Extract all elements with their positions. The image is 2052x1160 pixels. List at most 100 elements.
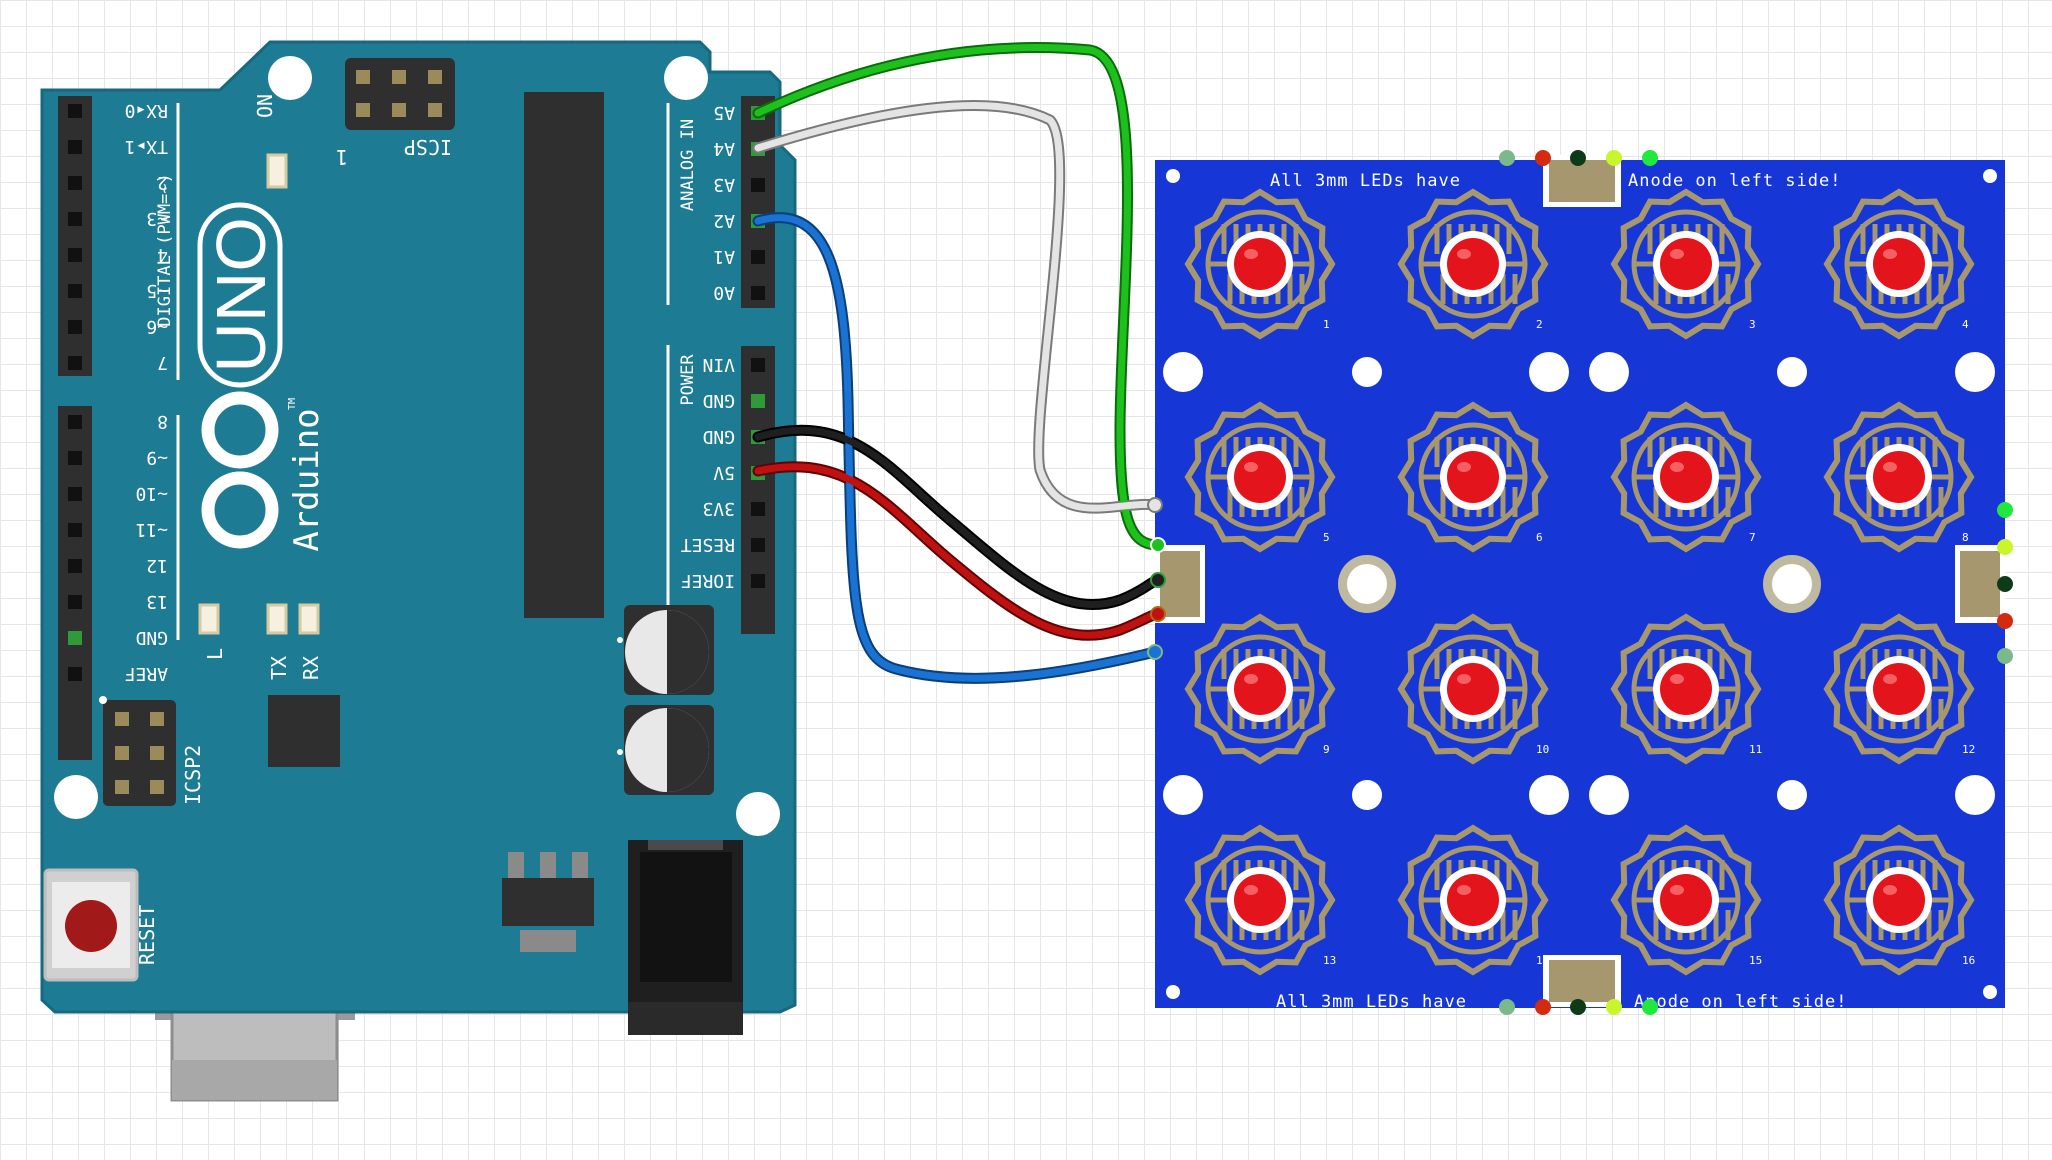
red-led bbox=[1873, 874, 1925, 926]
connector-right bbox=[1955, 502, 2013, 664]
header-pin bbox=[68, 631, 82, 645]
led-number: 11 bbox=[1749, 743, 1762, 756]
icsp2-header bbox=[103, 700, 176, 806]
red-led bbox=[1660, 663, 1712, 715]
header-pin bbox=[68, 667, 82, 681]
header-pin bbox=[751, 502, 765, 516]
usb-chip bbox=[268, 695, 340, 767]
pin-label: RESET bbox=[681, 534, 735, 555]
header-pin bbox=[68, 356, 82, 370]
led-cell: 4 bbox=[1823, 188, 1975, 340]
led-number: 4 bbox=[1962, 318, 1969, 331]
header-pin bbox=[751, 178, 765, 192]
pin-label: ~10 bbox=[135, 483, 168, 504]
reset-label: RESET bbox=[135, 905, 159, 965]
top-text-right: Anode on left side! bbox=[1628, 171, 1841, 191]
red-led bbox=[1873, 663, 1925, 715]
icsp-pin1-label: 1 bbox=[336, 145, 348, 169]
trademark: TM bbox=[287, 398, 298, 410]
header-pin bbox=[751, 286, 765, 300]
header-pin bbox=[751, 358, 765, 372]
pin-label: A1 bbox=[713, 246, 735, 267]
red-led bbox=[1234, 663, 1286, 715]
red-led bbox=[1447, 874, 1499, 926]
header-pin bbox=[68, 248, 82, 262]
pin-label: ~11 bbox=[135, 519, 168, 540]
led-cell: 13 bbox=[1184, 824, 1336, 976]
pin-label: GND bbox=[135, 627, 168, 648]
center-mount-ring bbox=[1338, 555, 1821, 613]
on-led bbox=[266, 153, 288, 189]
on-label: ON bbox=[253, 94, 277, 118]
pin-label: 5V bbox=[713, 462, 735, 483]
mount-hole bbox=[736, 792, 780, 836]
led-cell: 3 bbox=[1610, 188, 1762, 340]
led-number: 8 bbox=[1962, 531, 1969, 544]
red-led bbox=[1873, 238, 1925, 290]
reset-button[interactable] bbox=[43, 868, 139, 982]
red-led bbox=[1234, 238, 1286, 290]
pin-label: IOREF bbox=[681, 570, 735, 591]
l-label: L bbox=[203, 648, 227, 660]
pin-label: ~3 bbox=[146, 208, 168, 229]
red-led bbox=[1447, 451, 1499, 503]
analog-header-label: ANALOG IN bbox=[678, 119, 698, 211]
red-led bbox=[1447, 238, 1499, 290]
header-pin bbox=[68, 415, 82, 429]
led-number: 14 bbox=[1536, 954, 1550, 967]
header-pin bbox=[751, 394, 765, 408]
pin-label: A4 bbox=[713, 138, 735, 159]
header-pin bbox=[68, 176, 82, 190]
red-led bbox=[1234, 874, 1286, 926]
mount-hole bbox=[664, 56, 708, 100]
led-cell: 15 bbox=[1610, 824, 1762, 976]
pin-label: 2 bbox=[157, 172, 168, 193]
pin-label: A3 bbox=[713, 174, 735, 195]
pin-label: A2 bbox=[713, 210, 735, 231]
wires bbox=[752, 42, 1166, 684]
led-cell: 7 bbox=[1610, 401, 1762, 553]
led-number: 2 bbox=[1536, 318, 1543, 331]
pin-label: 3V3 bbox=[702, 498, 735, 519]
rx-label: RX bbox=[299, 656, 323, 680]
analog-header bbox=[741, 96, 775, 308]
pin-label: VIN bbox=[702, 354, 735, 375]
led-cell: 10 bbox=[1397, 613, 1549, 765]
arduino-infinity-logo bbox=[201, 391, 279, 549]
led-number: 10 bbox=[1536, 743, 1549, 756]
header-pin bbox=[68, 140, 82, 154]
header-pin bbox=[68, 284, 82, 298]
led-number: 6 bbox=[1536, 531, 1543, 544]
led-cell: 5 bbox=[1184, 401, 1336, 553]
l-led bbox=[198, 603, 220, 635]
red-led bbox=[1234, 451, 1286, 503]
led-number: 16 bbox=[1962, 954, 1975, 967]
mount-hole bbox=[268, 56, 312, 100]
arduino-wordmark: Arduino bbox=[287, 408, 327, 551]
icsp-header bbox=[345, 58, 455, 130]
header-pin bbox=[68, 487, 82, 501]
led-cell: 14 bbox=[1397, 824, 1550, 976]
pin-label: A0 bbox=[713, 282, 735, 303]
led-number: 3 bbox=[1749, 318, 1756, 331]
led-cell: 9 bbox=[1184, 613, 1336, 765]
header-pin bbox=[68, 320, 82, 334]
wire-green bbox=[754, 44, 1162, 549]
pin-label: 4 bbox=[157, 244, 168, 265]
red-led bbox=[1660, 874, 1712, 926]
arduino-uno-board: 1 ICSP ON RX◂0TX▸12~34~5~67 8~9~10~11121… bbox=[40, 40, 797, 1102]
led-number: 13 bbox=[1323, 954, 1336, 967]
wire-red bbox=[754, 463, 1162, 639]
header-pin bbox=[68, 559, 82, 573]
led-cell: 12 bbox=[1823, 613, 1975, 765]
red-led bbox=[1873, 451, 1925, 503]
led-cell: 2 bbox=[1397, 188, 1549, 340]
pin-label: 8 bbox=[157, 411, 168, 432]
pin-label: 13 bbox=[146, 591, 168, 612]
capacitor bbox=[617, 605, 714, 695]
voltage-regulator bbox=[502, 852, 594, 952]
header-pin bbox=[68, 595, 82, 609]
atmega-chip bbox=[524, 92, 604, 618]
top-text-left: All 3mm LEDs have bbox=[1270, 171, 1461, 191]
